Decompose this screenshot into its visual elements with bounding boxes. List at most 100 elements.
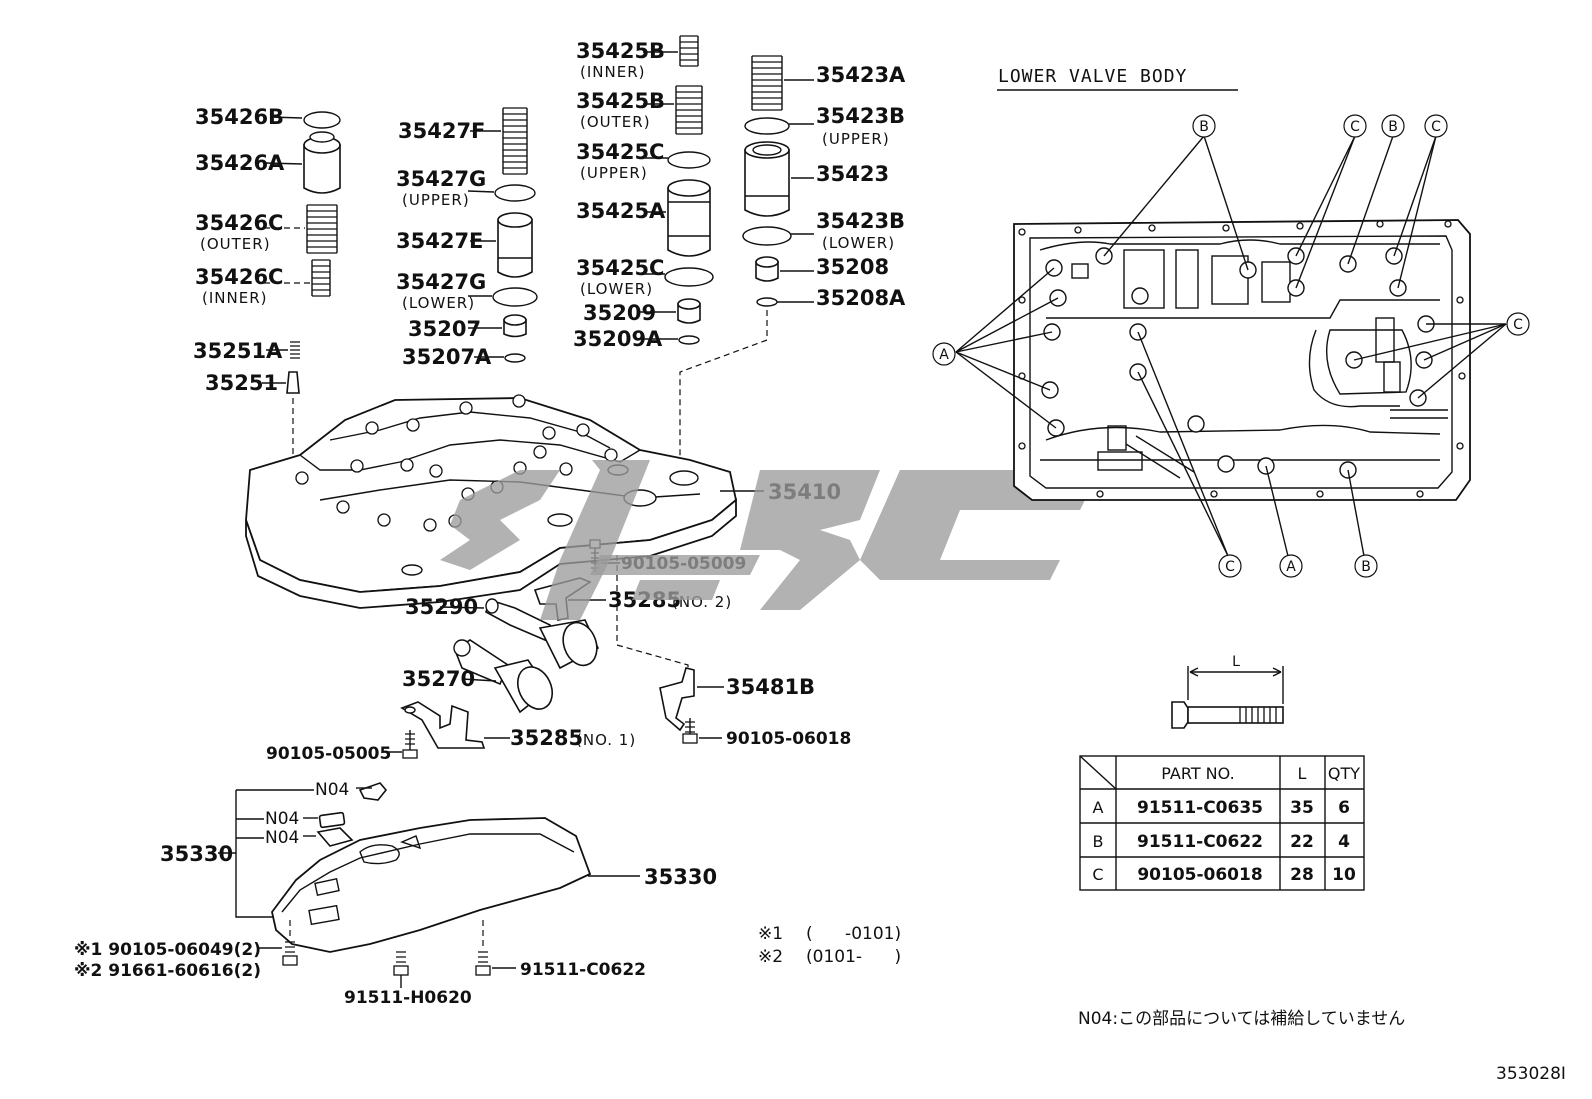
label-35425B-outer: 35425B	[576, 89, 665, 113]
sleeve-35427E	[497, 212, 533, 278]
label-35207: 35207	[408, 317, 481, 341]
label-35427G-lower-sub: (LOWER)	[402, 294, 475, 312]
label-35423B-lower-sub: (LOWER)	[822, 234, 895, 252]
table-row-c-l: 28	[1290, 865, 1314, 885]
label-35423: 35423	[816, 162, 889, 186]
callout-a-1: A	[939, 347, 949, 363]
bolt-90105-05005	[402, 730, 418, 759]
footnote-1-range: ( -0101)	[806, 924, 901, 944]
table-header-qty: QTY	[1328, 764, 1360, 783]
label-35251: 35251	[205, 371, 278, 395]
spring-35425B-outer	[675, 85, 703, 135]
gasket-n04-a	[358, 782, 388, 801]
lower-body-outline	[1013, 219, 1471, 501]
label-35425C-upper-sub: (UPPER)	[580, 164, 648, 182]
piston-35426A	[303, 131, 341, 194]
label-35423B-upper-sub: (UPPER)	[822, 130, 890, 148]
plug-35208	[755, 256, 779, 282]
table-row-a-l: 35	[1290, 798, 1314, 818]
callout-markers: B C B C A C C A B	[932, 114, 1530, 578]
label-35426A: 35426A	[195, 151, 285, 175]
label-35426C-inner-sub: (INNER)	[202, 289, 267, 307]
label-91511-H0620: 91511-H0620	[344, 988, 472, 1008]
label-35208: 35208	[816, 255, 889, 279]
bolt-table: PART NO. L QTY A 91511-C0635 35 6 B 9151…	[1079, 755, 1365, 891]
callout-c-4: C	[1225, 559, 1235, 575]
table-row-a-part: 91511-C0635	[1137, 798, 1263, 818]
table-header-part-no: PART NO.	[1161, 764, 1234, 783]
bolt-91511-C0622	[475, 920, 491, 976]
label-35427G-upper-sub: (UPPER)	[402, 191, 470, 209]
label-35425B-inner-sub: (INNER)	[580, 63, 645, 81]
table-row-a-qty: 6	[1338, 798, 1350, 818]
callout-c-1: C	[1350, 119, 1360, 135]
label-90105-06018: 90105-06018	[726, 729, 851, 749]
label-35427G-lower: 35427G	[396, 270, 486, 294]
table-row-b-part: 91511-C0622	[1137, 832, 1263, 852]
bolt-90105-06018	[682, 718, 698, 744]
callout-b-1: B	[1199, 119, 1209, 135]
diagram-code: 353028I	[1496, 1064, 1566, 1084]
valve-body-35410: 35410	[245, 394, 841, 609]
bolt-90105-06049	[282, 920, 298, 966]
label-35427F: 35427F	[398, 119, 485, 143]
label-35425B-inner: 35425B	[576, 39, 665, 63]
bracket-35285-no1	[400, 701, 486, 749]
footnote-2-mark: ※2	[758, 947, 783, 967]
plug-35209	[677, 298, 701, 324]
solenoid-35290	[485, 598, 600, 670]
callout-c-3: C	[1513, 317, 1523, 333]
label-90105-05005: 90105-05005	[266, 744, 391, 764]
table-row-c-qty: 10	[1332, 865, 1356, 885]
lower-valve-body-view: LOWER VALVE BODY	[932, 66, 1530, 891]
bolt-length-drawing: L	[1171, 654, 1284, 729]
label-91661-60616: ※2 91661-60616(2)	[74, 961, 261, 981]
leader-lines	[955, 135, 1507, 557]
spring-35426C-outer	[306, 204, 338, 254]
table-row-b-qty: 4	[1338, 832, 1350, 852]
label-35423A: 35423A	[816, 63, 906, 87]
label-35330-left: 35330	[160, 842, 233, 866]
ball-35251	[286, 371, 300, 394]
label-35270: 35270	[402, 667, 475, 691]
label-35285-no1-sub: (NO. 1)	[576, 731, 636, 749]
spring-35426C-inner	[311, 259, 331, 297]
label-35425C-lower: 35425C	[576, 256, 664, 280]
spring-35251A	[290, 341, 300, 359]
label-35427E: 35427E	[396, 229, 483, 253]
footnotes: ※1 ( -0101) ※2 (0101- )	[758, 924, 901, 967]
group-35423: 35423A 35423B (UPPER) 35423 35423B (LOWE…	[679, 55, 906, 470]
label-35290: 35290	[405, 595, 478, 619]
solenoid-35270	[453, 639, 554, 714]
label-35426B: 35426B	[195, 105, 284, 129]
table-row-c-key: C	[1092, 865, 1103, 884]
callout-a-2: A	[1286, 559, 1296, 575]
gasket-n04-b	[318, 811, 346, 829]
label-n04-c: N04	[265, 828, 299, 848]
table-row-a-key: A	[1093, 798, 1104, 817]
callout-b-2: B	[1388, 119, 1398, 135]
label-90105-06049: ※1 90105-06049(2)	[74, 940, 261, 960]
pan-35330	[271, 817, 592, 953]
sleeve-35423	[744, 141, 790, 217]
gasket-n04-c	[316, 827, 354, 847]
label-35425A: 35425A	[576, 199, 666, 223]
label-35330-right: 35330	[644, 865, 717, 889]
lower-valve-body-title: LOWER VALVE BODY	[998, 66, 1187, 87]
label-35481B: 35481B	[726, 675, 815, 699]
label-35209: 35209	[583, 301, 656, 325]
label-35425B-outer-sub: (OUTER)	[580, 113, 651, 131]
footnote-1-mark: ※1	[758, 924, 783, 944]
footnote-2-range: (0101- )	[806, 947, 901, 967]
label-35425C-lower-sub: (LOWER)	[580, 280, 653, 298]
table-row-b-key: B	[1093, 832, 1104, 851]
label-35425C-upper: 35425C	[576, 140, 664, 164]
plug-35207	[503, 314, 527, 338]
spring-35425B-inner	[679, 35, 699, 67]
label-35208A: 35208A	[816, 286, 906, 310]
label-91511-C0622: 91511-C0622	[520, 960, 646, 980]
label-n04-a: N04	[315, 780, 349, 800]
label-35423B-upper: 35423B	[816, 104, 905, 128]
